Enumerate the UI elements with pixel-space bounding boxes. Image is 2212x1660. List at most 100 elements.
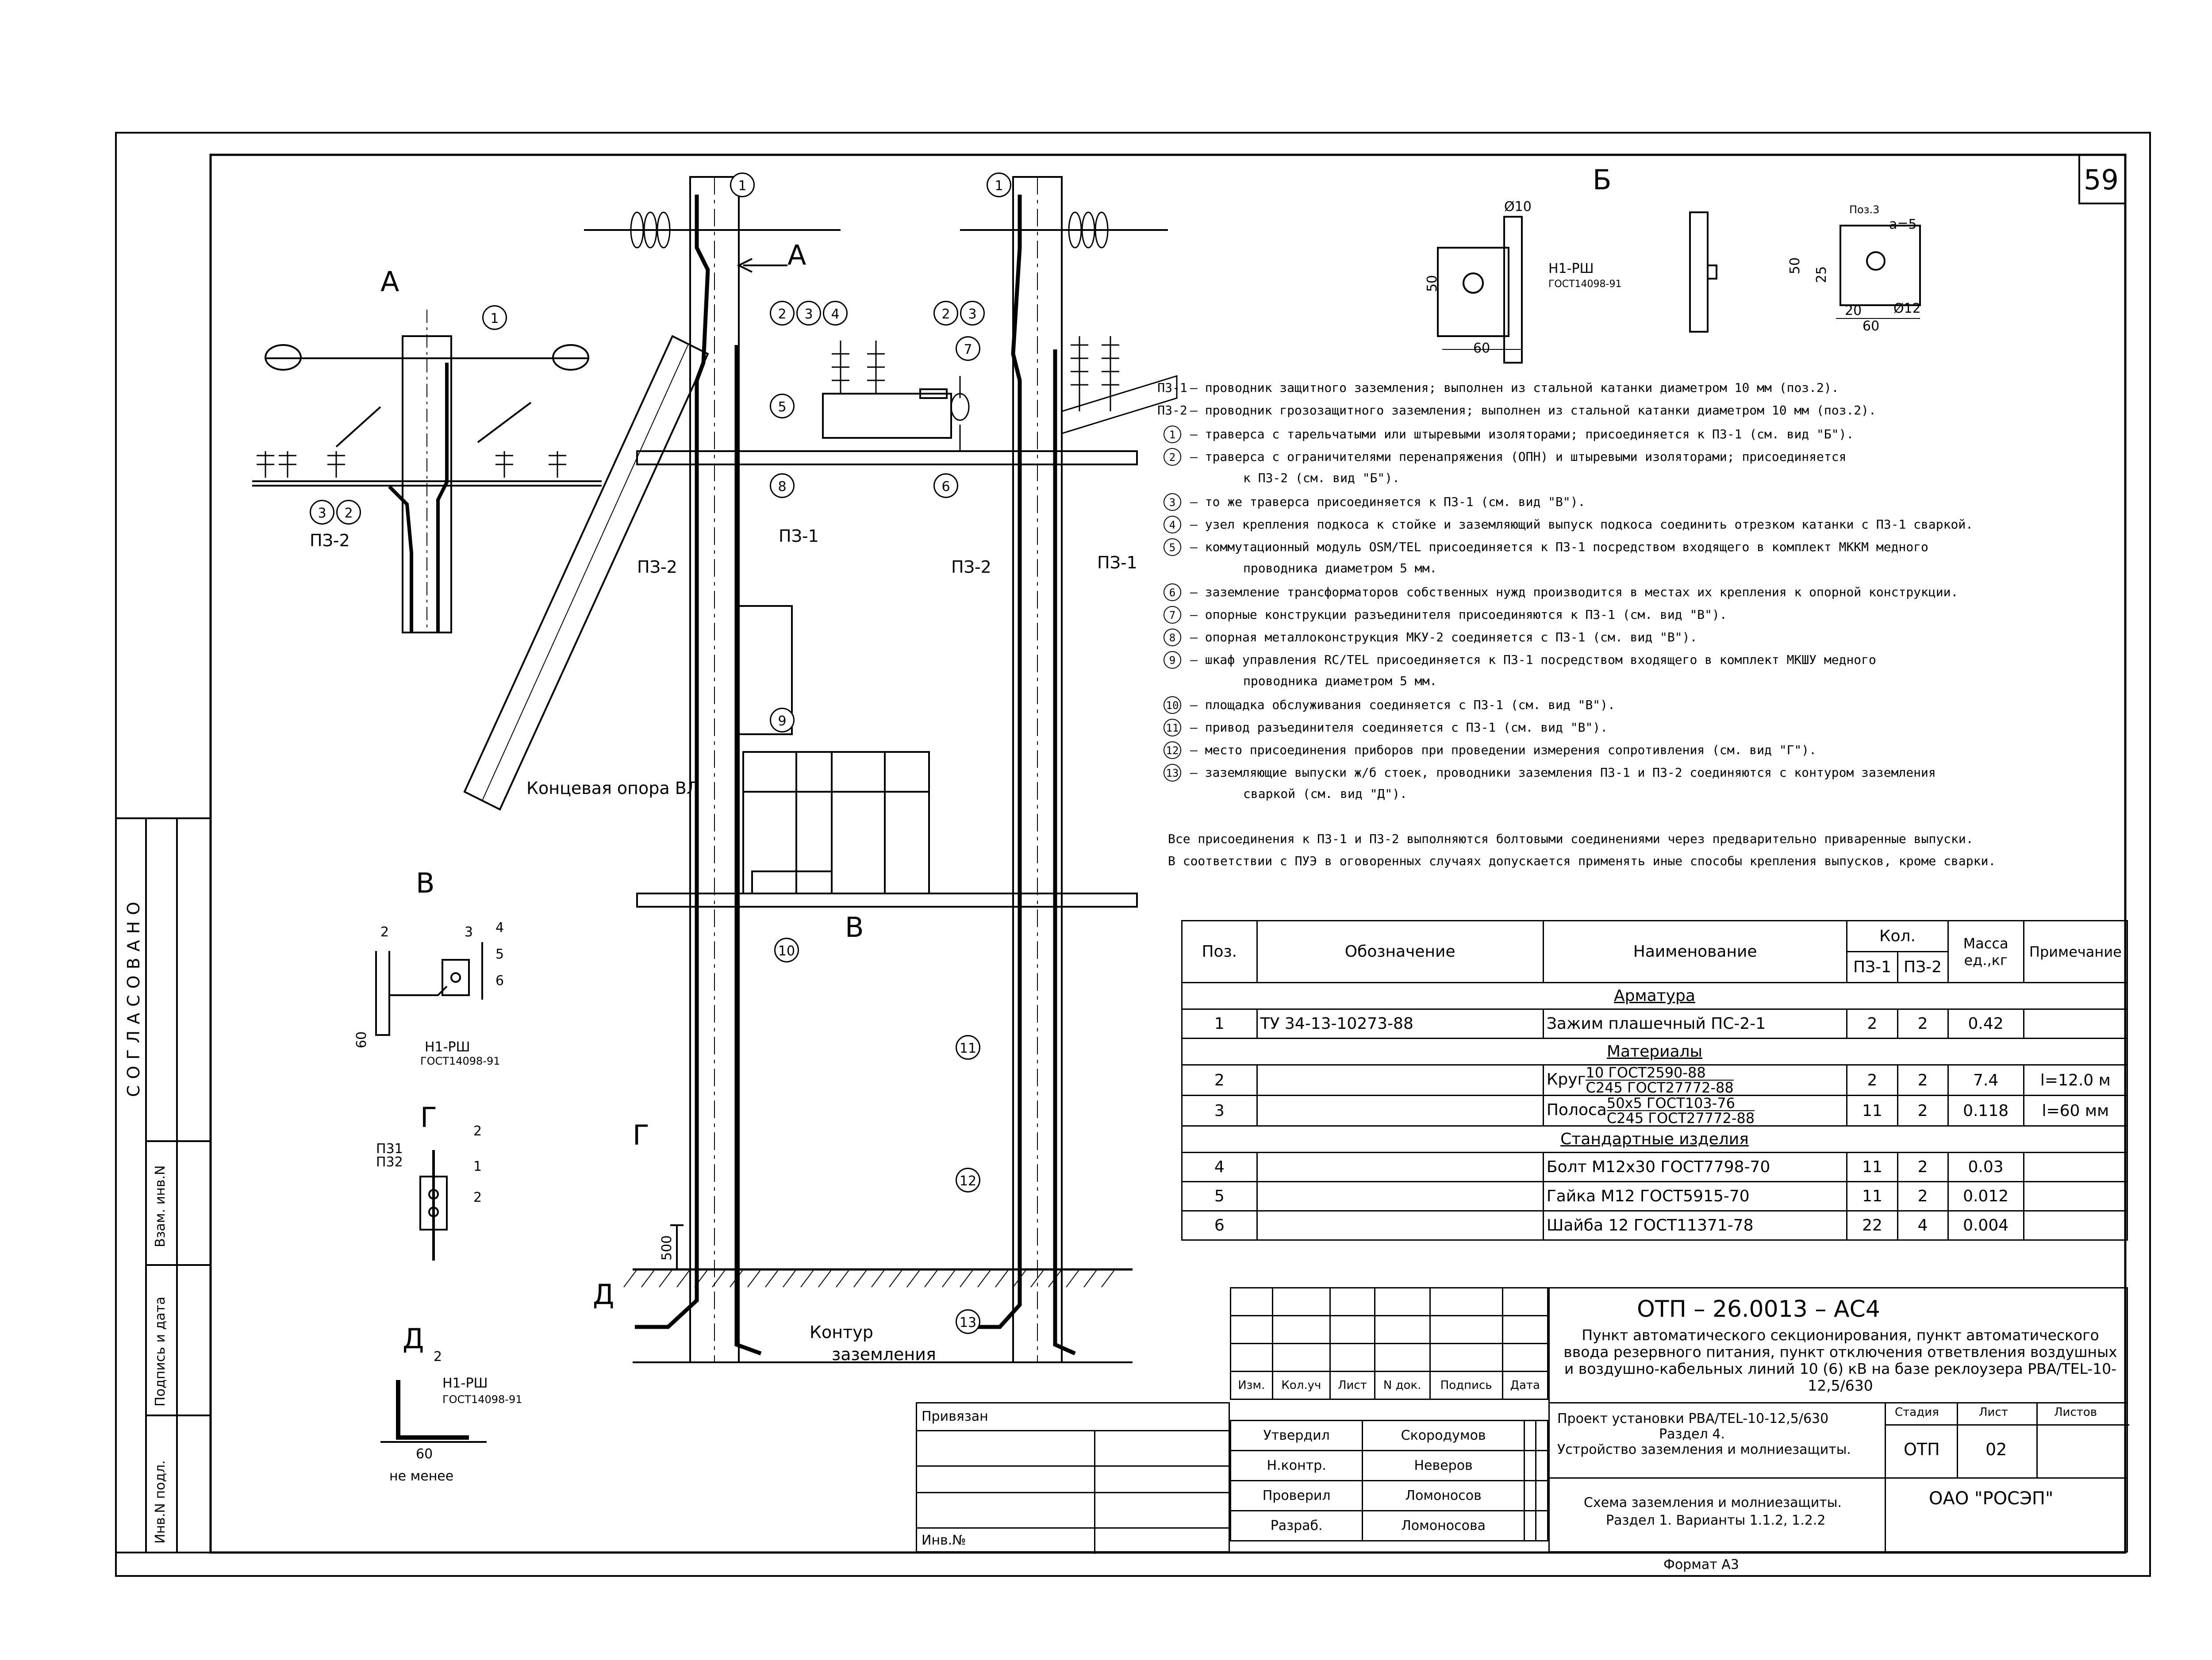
spec-name-bottom: С245 ГОСТ27772-88 [1606,1110,1755,1127]
stage-block: Стадия Лист Листов ОТП 02 [1885,1402,2129,1477]
callout-8: 8 [770,473,795,498]
title-col-header: N док. [1374,1371,1431,1400]
stage-header: Стадия [1895,1406,1939,1419]
note-text: – заземляющие выпуски ж/б стоек, проводн… [1190,765,1936,780]
general-note-2: В соответствии с ПУЭ в оговоренных случа… [1168,854,1996,868]
spec-cell-note: l=60 мм [2023,1095,2128,1127]
spec-cell-pos: 2 [1181,1064,1258,1096]
spec-h-note: Примечание [2023,920,2128,983]
note-mark: 6 [1164,583,1181,601]
pz2-label-left: ПЗ-2 [637,557,677,577]
spec-section-title: Арматура [1181,982,2128,1010]
page-number-box [2078,154,2126,204]
view-a-title: А [380,265,399,298]
signer-name: Неверов [1362,1450,1525,1481]
spec-cell-designation [1256,1152,1544,1182]
note-line: ПЗ-2– проводник грозозащитного заземлени… [1155,403,1973,426]
spec-cell-note [2023,1210,2128,1241]
pz1-label-left: ПЗ-1 [779,526,819,546]
signer-role: Утвердил [1229,1420,1363,1451]
not-less-label: не менее [389,1468,454,1484]
g-num-2b: 2 [473,1190,482,1205]
spec-cell-pos: 5 [1181,1181,1258,1211]
note-text: – проводник грозозащитного заземления; в… [1190,403,1876,418]
nirsh-label-b: Н1-РШ [1548,261,1594,276]
view-b-title: Б [1593,164,1612,196]
gost-label-d: ГОСТ14098-91 [442,1393,522,1406]
note-mark: 5 [1164,538,1181,556]
inv-no-label: Инв.№ [922,1533,966,1548]
gost-label-b: ГОСТ14098-91 [1548,279,1622,290]
view-g-title: Г [420,1101,437,1134]
v-num-4: 4 [495,920,504,935]
note-text: – шкаф управления RC/TEL присоединяется … [1190,652,1876,667]
v-num-5: 5 [495,947,504,962]
spec-h-qty: Кол. [1846,920,1949,952]
signer-empty-cell [1535,1420,1548,1451]
callout-1-main: 1 [730,173,755,197]
signer-role: Н.контр. [1229,1450,1363,1481]
pz32-label: П32 [376,1154,403,1170]
callout-4-main: 4 [823,301,848,326]
spec-cell-pos: 1 [1181,1008,1258,1039]
note-text: – траверса с ограничителями перенапряжен… [1190,449,1847,464]
dim-50-poz3: 50 [1787,257,1803,274]
v-num-3: 3 [465,924,473,940]
spec-cell-mass: 0.012 [1947,1181,2024,1211]
note-text: сваркой (см. вид "Д"). [1243,786,1407,801]
spec-cell-note [2023,1152,2128,1182]
vzam-label: Взам. инв.N [153,1165,168,1247]
arrow-a [737,258,787,273]
view-g-ref: Г [633,1119,649,1151]
drawing-name-2: Раздел 1. Варианты 1.1.2, 1.2.2 [1606,1513,1826,1528]
note-mark: 1 [1164,426,1181,443]
format-label: Формат А3 [1663,1557,1739,1572]
sheet-header: Лист [1979,1406,2008,1419]
signer-empty-cell [1535,1510,1548,1541]
note-mark: 4 [1164,516,1181,533]
spec-cell-designation [1256,1210,1544,1241]
spec-cell-note [2023,1181,2128,1211]
note-mark: 7 [1164,606,1181,624]
contour-label: Контур [810,1323,873,1342]
note-line: проводника диаметром 5 мм. [1155,674,1973,696]
spec-table: Поз. Обозначение Наименование Кол. Масса… [1181,920,2128,1241]
spec-cell-q1: 2 [1846,1064,1898,1096]
control-cabinet [738,605,793,735]
spec-cell-designation [1256,1095,1544,1127]
callout-2-right: 2 [933,301,958,326]
signer-empty-cell [1524,1480,1537,1511]
spec-name-bottom: С245 ГОСТ27772-88 [1586,1079,1734,1096]
conductor-pz2-left [635,195,710,1329]
pz31-label: П31 [376,1141,403,1157]
callout-10: 10 [774,938,799,962]
note-line: 9– шкаф управления RC/TEL присоединяется… [1155,651,1973,674]
note-line: 3– то же траверса присоединяется к ПЗ-1 … [1155,493,1973,516]
spec-section-row: Арматура [1181,982,2128,1010]
end-pole-brace [463,335,709,811]
signer-name: Ломоносова [1362,1510,1525,1541]
signer-empty-cell [1535,1480,1548,1511]
spec-cell-mass: 0.004 [1947,1210,2024,1241]
note-text: – опорные конструкции разъединителя прис… [1190,607,1727,622]
spec-cell-pos: 6 [1181,1210,1258,1241]
spec-name-prefix: Круг [1546,1070,1586,1089]
gost-label-v: ГОСТ14098-91 [420,1055,500,1067]
inv-label: Инв.N подл. [153,1460,168,1544]
spec-cell-q2: 2 [1897,1095,1949,1127]
note-line: 1– траверса с тарельчатыми или штыревыми… [1155,426,1973,448]
note-text: проводника диаметром 5 мм. [1243,674,1437,688]
drawing-divider [1548,1477,2128,1479]
d12-label: Ø12 [1893,301,1921,316]
note-mark: 2 [1164,448,1181,466]
title-col-header: Лист [1329,1371,1375,1400]
section-text: Раздел 4. [1659,1426,1725,1442]
spec-cell-q2: 2 [1897,1152,1949,1182]
signer-row: Разраб.Ломоносова [1229,1510,1548,1541]
